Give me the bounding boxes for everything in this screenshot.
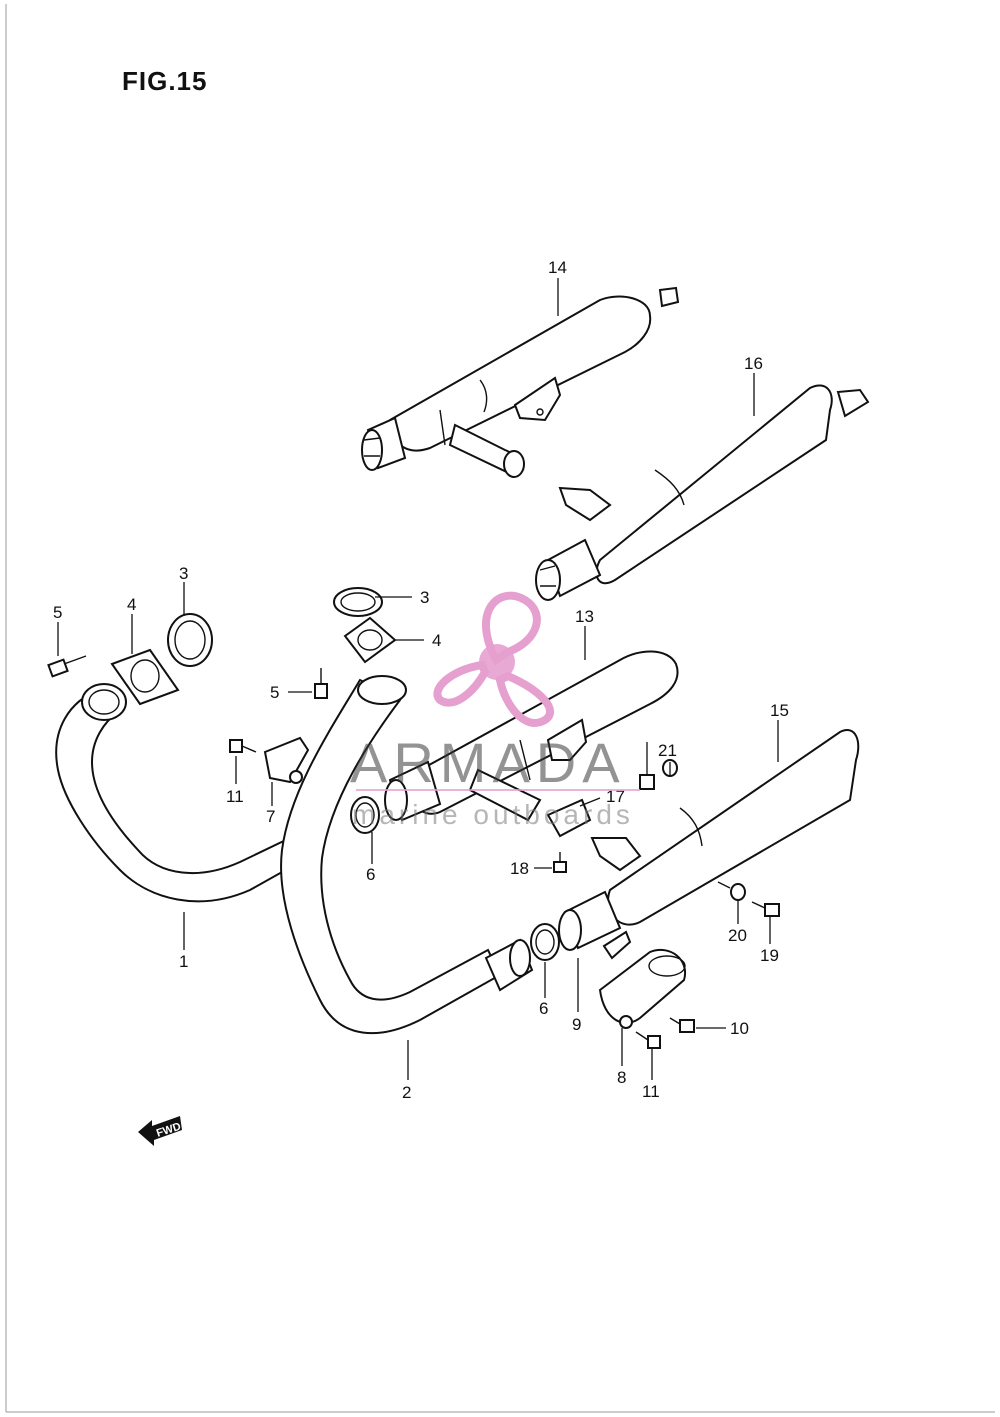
exhaust-pipe-1 (55, 683, 302, 903)
connector-sleeve-6-upper (350, 796, 380, 834)
clamp-7 (263, 736, 310, 784)
watermark-brand: ARMADA (350, 731, 626, 794)
bolt-11-upper (229, 739, 257, 753)
watermark-tagline: marine outboards (352, 799, 634, 830)
screw-17 (553, 852, 567, 873)
callout-8: 8 (617, 1068, 626, 1087)
watermark: ARMADA marine outboards (350, 591, 640, 830)
callout-2: 2 (402, 1083, 411, 1102)
callout-11-lower: 11 (642, 1082, 660, 1101)
callout-3-right: 3 (420, 588, 429, 607)
muffler-cover-8 (598, 949, 687, 1029)
callout-14: 15 (770, 701, 789, 720)
clamp-16 (546, 798, 592, 838)
nut-21 (639, 774, 655, 790)
callout-4-left: 4 (127, 595, 136, 614)
callout-3-left: 3 (179, 564, 188, 583)
connector-sleeve-6-lower (530, 923, 560, 961)
gasket-3-left (167, 613, 213, 667)
callout-12: 13 (575, 607, 594, 626)
callout-10: 10 (730, 1019, 749, 1038)
callout-9: 9 (572, 1015, 581, 1034)
callout-5-right: 5 (270, 683, 279, 702)
callout-1: 1 (179, 952, 188, 971)
flange-4-left (110, 648, 180, 706)
callout-13: 14 (548, 258, 567, 277)
callout-6-lower: 6 (539, 999, 548, 1018)
muffler-13 (361, 286, 680, 478)
fwd-arrow-icon: FWD (138, 1116, 183, 1146)
gasket-3-right (333, 587, 383, 617)
callout-19: 20 (728, 926, 747, 945)
exhaust-pipe-2 (280, 675, 534, 1035)
leader-lines (57, 278, 779, 1080)
flange-4-right (343, 616, 397, 664)
bolt-5-right (314, 668, 328, 699)
muffler-15 (535, 384, 870, 601)
bolt-5-left (47, 655, 87, 678)
bolt-18 (751, 901, 780, 917)
bolt-11-lower (635, 1031, 661, 1049)
callout-18: 19 (760, 946, 779, 965)
callout-20: 21 (658, 741, 677, 760)
callout-labels: 14 16 13 15 3 4 5 3 4 5 11 7 6 1 2 6 9 8… (53, 258, 789, 1102)
callout-6-upper: 6 (366, 865, 375, 884)
bracket-9 (602, 930, 632, 960)
fwd-label: FWD (155, 1121, 183, 1140)
figure-title: FIG.15 (122, 66, 208, 96)
propeller-logo-icon (433, 591, 554, 727)
callout-4-right: 4 (432, 631, 441, 650)
callout-16: 17 (606, 787, 625, 806)
callout-11-upper: 11 (226, 787, 244, 806)
washer-19 (730, 883, 746, 901)
muffler-14 (558, 729, 860, 951)
bolt-10 (669, 1017, 695, 1033)
callout-15: 16 (744, 354, 763, 373)
callout-7: 7 (266, 807, 275, 826)
callout-17: 18 (510, 859, 529, 878)
callout-5-left: 5 (53, 603, 62, 622)
